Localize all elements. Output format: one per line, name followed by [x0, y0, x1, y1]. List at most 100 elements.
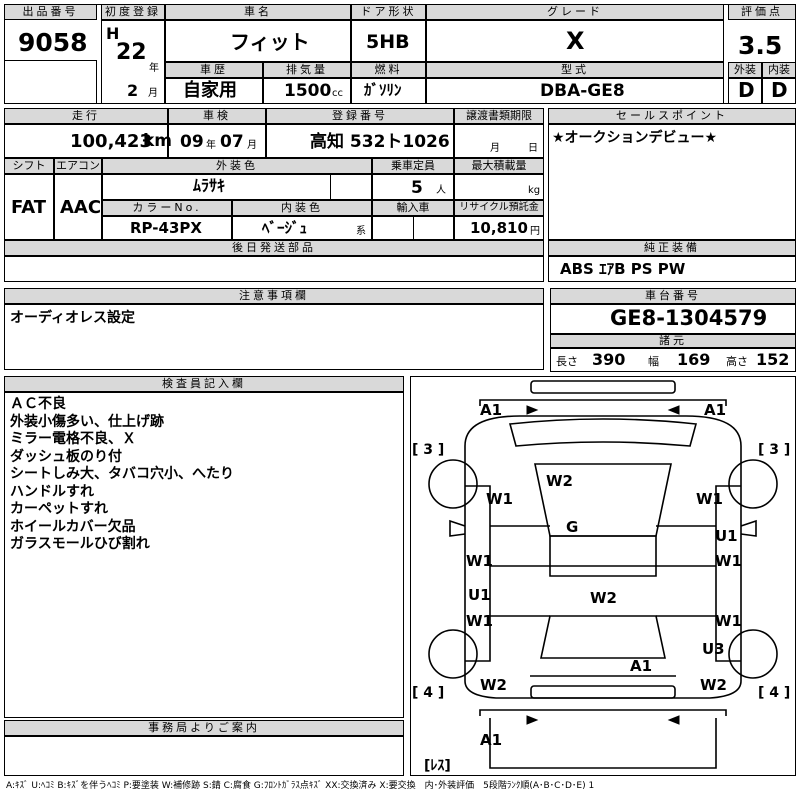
door-cell	[351, 20, 426, 62]
capacity-unit: 人	[436, 185, 446, 196]
exterior-label: 外装	[728, 62, 762, 78]
max-load-unit: kg	[528, 185, 541, 196]
lot-divider	[4, 60, 97, 104]
equipment: ABS ｴｱB PS PW	[560, 260, 686, 278]
sales-cell	[548, 124, 796, 240]
door-label: ドア形状	[351, 4, 426, 20]
recycle-label: リサイクル預託金	[454, 200, 544, 216]
diagram-label: W1	[715, 612, 742, 630]
recycle-unit: 円	[530, 226, 540, 237]
displacement-unit: cc	[332, 88, 343, 99]
fuel-label: 燃料	[351, 62, 426, 78]
specs-cell	[550, 348, 796, 372]
ac-label: エアコン	[54, 158, 102, 174]
inspection-year: 09	[180, 132, 204, 152]
mileage-cell	[4, 124, 168, 158]
inspector-note-line: ハンドルすれ	[10, 483, 94, 500]
model: DBA-GE8	[540, 81, 625, 101]
equipment-label: 純正装備	[548, 240, 796, 256]
sales-point: ★オークションデビュー★	[552, 130, 718, 146]
model-cell	[426, 78, 724, 104]
inspection-year-unit: 年	[206, 140, 216, 151]
lot-no-label: 出品番号	[4, 4, 97, 20]
office-label: 事務局よりご案内	[4, 720, 404, 736]
notes-label: 注意事項欄	[4, 288, 544, 304]
diagram-label: W1	[486, 490, 513, 508]
diagram-label: W1	[466, 552, 493, 570]
displacement: 1500	[284, 81, 332, 101]
model-label: 型式	[426, 62, 724, 78]
month-unit: 月	[148, 88, 158, 99]
diagram-label: A1	[480, 731, 502, 749]
ext-color-label: 外装色	[102, 158, 372, 174]
height: 152	[756, 350, 790, 369]
ext-color-divider	[330, 174, 372, 200]
import-label: 輸入車	[372, 200, 454, 216]
ext-color: ﾑﾗｻｷ	[193, 176, 226, 195]
mileage-unit: km	[143, 131, 173, 151]
diagram-label: W1	[466, 612, 493, 630]
length-label: 長さ	[556, 355, 578, 368]
diagram-label: W1	[715, 552, 742, 570]
chassis-no: GE8-1304579	[610, 306, 768, 330]
color-no-label: カラーNo.	[102, 200, 232, 216]
height-label: 高さ	[726, 355, 748, 368]
chassis-label: 車台番号	[550, 288, 796, 304]
capacity-label: 乗車定員	[372, 158, 454, 174]
specs-label: 諸元	[550, 334, 796, 348]
inspection-cell	[168, 124, 266, 158]
first-reg-label: 初度登録	[101, 4, 165, 20]
diagram-label: U1	[468, 586, 491, 604]
lot-no: 9058	[18, 28, 88, 57]
history-cell	[165, 78, 263, 104]
shift: FAT	[11, 197, 47, 218]
car-name-cell	[165, 20, 351, 62]
history-label: 車歴	[165, 62, 263, 78]
tread-depth-rear-right: [ 4 ]	[758, 685, 790, 701]
grade-cell	[426, 20, 724, 62]
tread-depth-front-right: [ 3 ]	[758, 442, 790, 458]
first-reg-cell	[101, 20, 165, 104]
diagram-label: W2	[480, 676, 507, 694]
tread-depth-front-left: [ 3 ]	[412, 442, 444, 458]
fuel: ｶﾞｿﾘﾝ	[364, 81, 402, 99]
import-divider	[413, 216, 414, 240]
reg-year: 22	[116, 40, 147, 65]
shift-label: シフト	[4, 158, 54, 174]
sales-label: セールスポイント	[548, 108, 796, 124]
year-unit: 年	[149, 63, 159, 74]
diagram-label: U1	[715, 527, 738, 545]
inspector-note-line: ＡＣ不良	[10, 396, 66, 412]
int-color-cell	[232, 216, 372, 240]
equipment-cell	[548, 256, 796, 282]
displacement-cell	[263, 78, 351, 104]
length: 390	[592, 350, 626, 369]
notes: オーディオレス設定	[10, 310, 136, 326]
inspection-month-unit: 月	[247, 140, 257, 151]
width: 169	[677, 350, 711, 369]
reg-month: 2	[127, 81, 139, 100]
door-type: 5HB	[366, 31, 410, 53]
car-damage-diagram: A1 A1 W2 W1 W1 G W1 U1 W1 U1 W2 W1 W1 U3…	[412, 380, 790, 774]
score: 3.5	[738, 31, 783, 60]
transfer-cell	[454, 124, 544, 158]
car-name: フィット	[230, 30, 310, 54]
transfer-day-unit: 日	[528, 143, 538, 154]
color-no-cell	[102, 216, 232, 240]
recycle-cell	[454, 216, 544, 240]
diagram-label: A1	[630, 657, 652, 675]
displacement-label: 排気量	[263, 62, 351, 78]
capacity-cell	[372, 174, 454, 200]
notes-cell	[4, 304, 544, 370]
inspector-note-line: カーペットすれ	[10, 501, 108, 517]
grade: X	[566, 27, 585, 55]
chassis-cell	[550, 304, 796, 334]
inspector-note-line: ダッシュ板のり付	[10, 448, 122, 465]
inspector-label: 検査員記入欄	[4, 376, 404, 392]
max-load-label: 最大積載量	[454, 158, 544, 174]
later-parts-cell	[4, 256, 544, 282]
spare-tire-note: [ﾚｽ]	[424, 758, 451, 774]
mileage: 100,423	[70, 131, 152, 152]
ac: AAC	[60, 197, 102, 218]
